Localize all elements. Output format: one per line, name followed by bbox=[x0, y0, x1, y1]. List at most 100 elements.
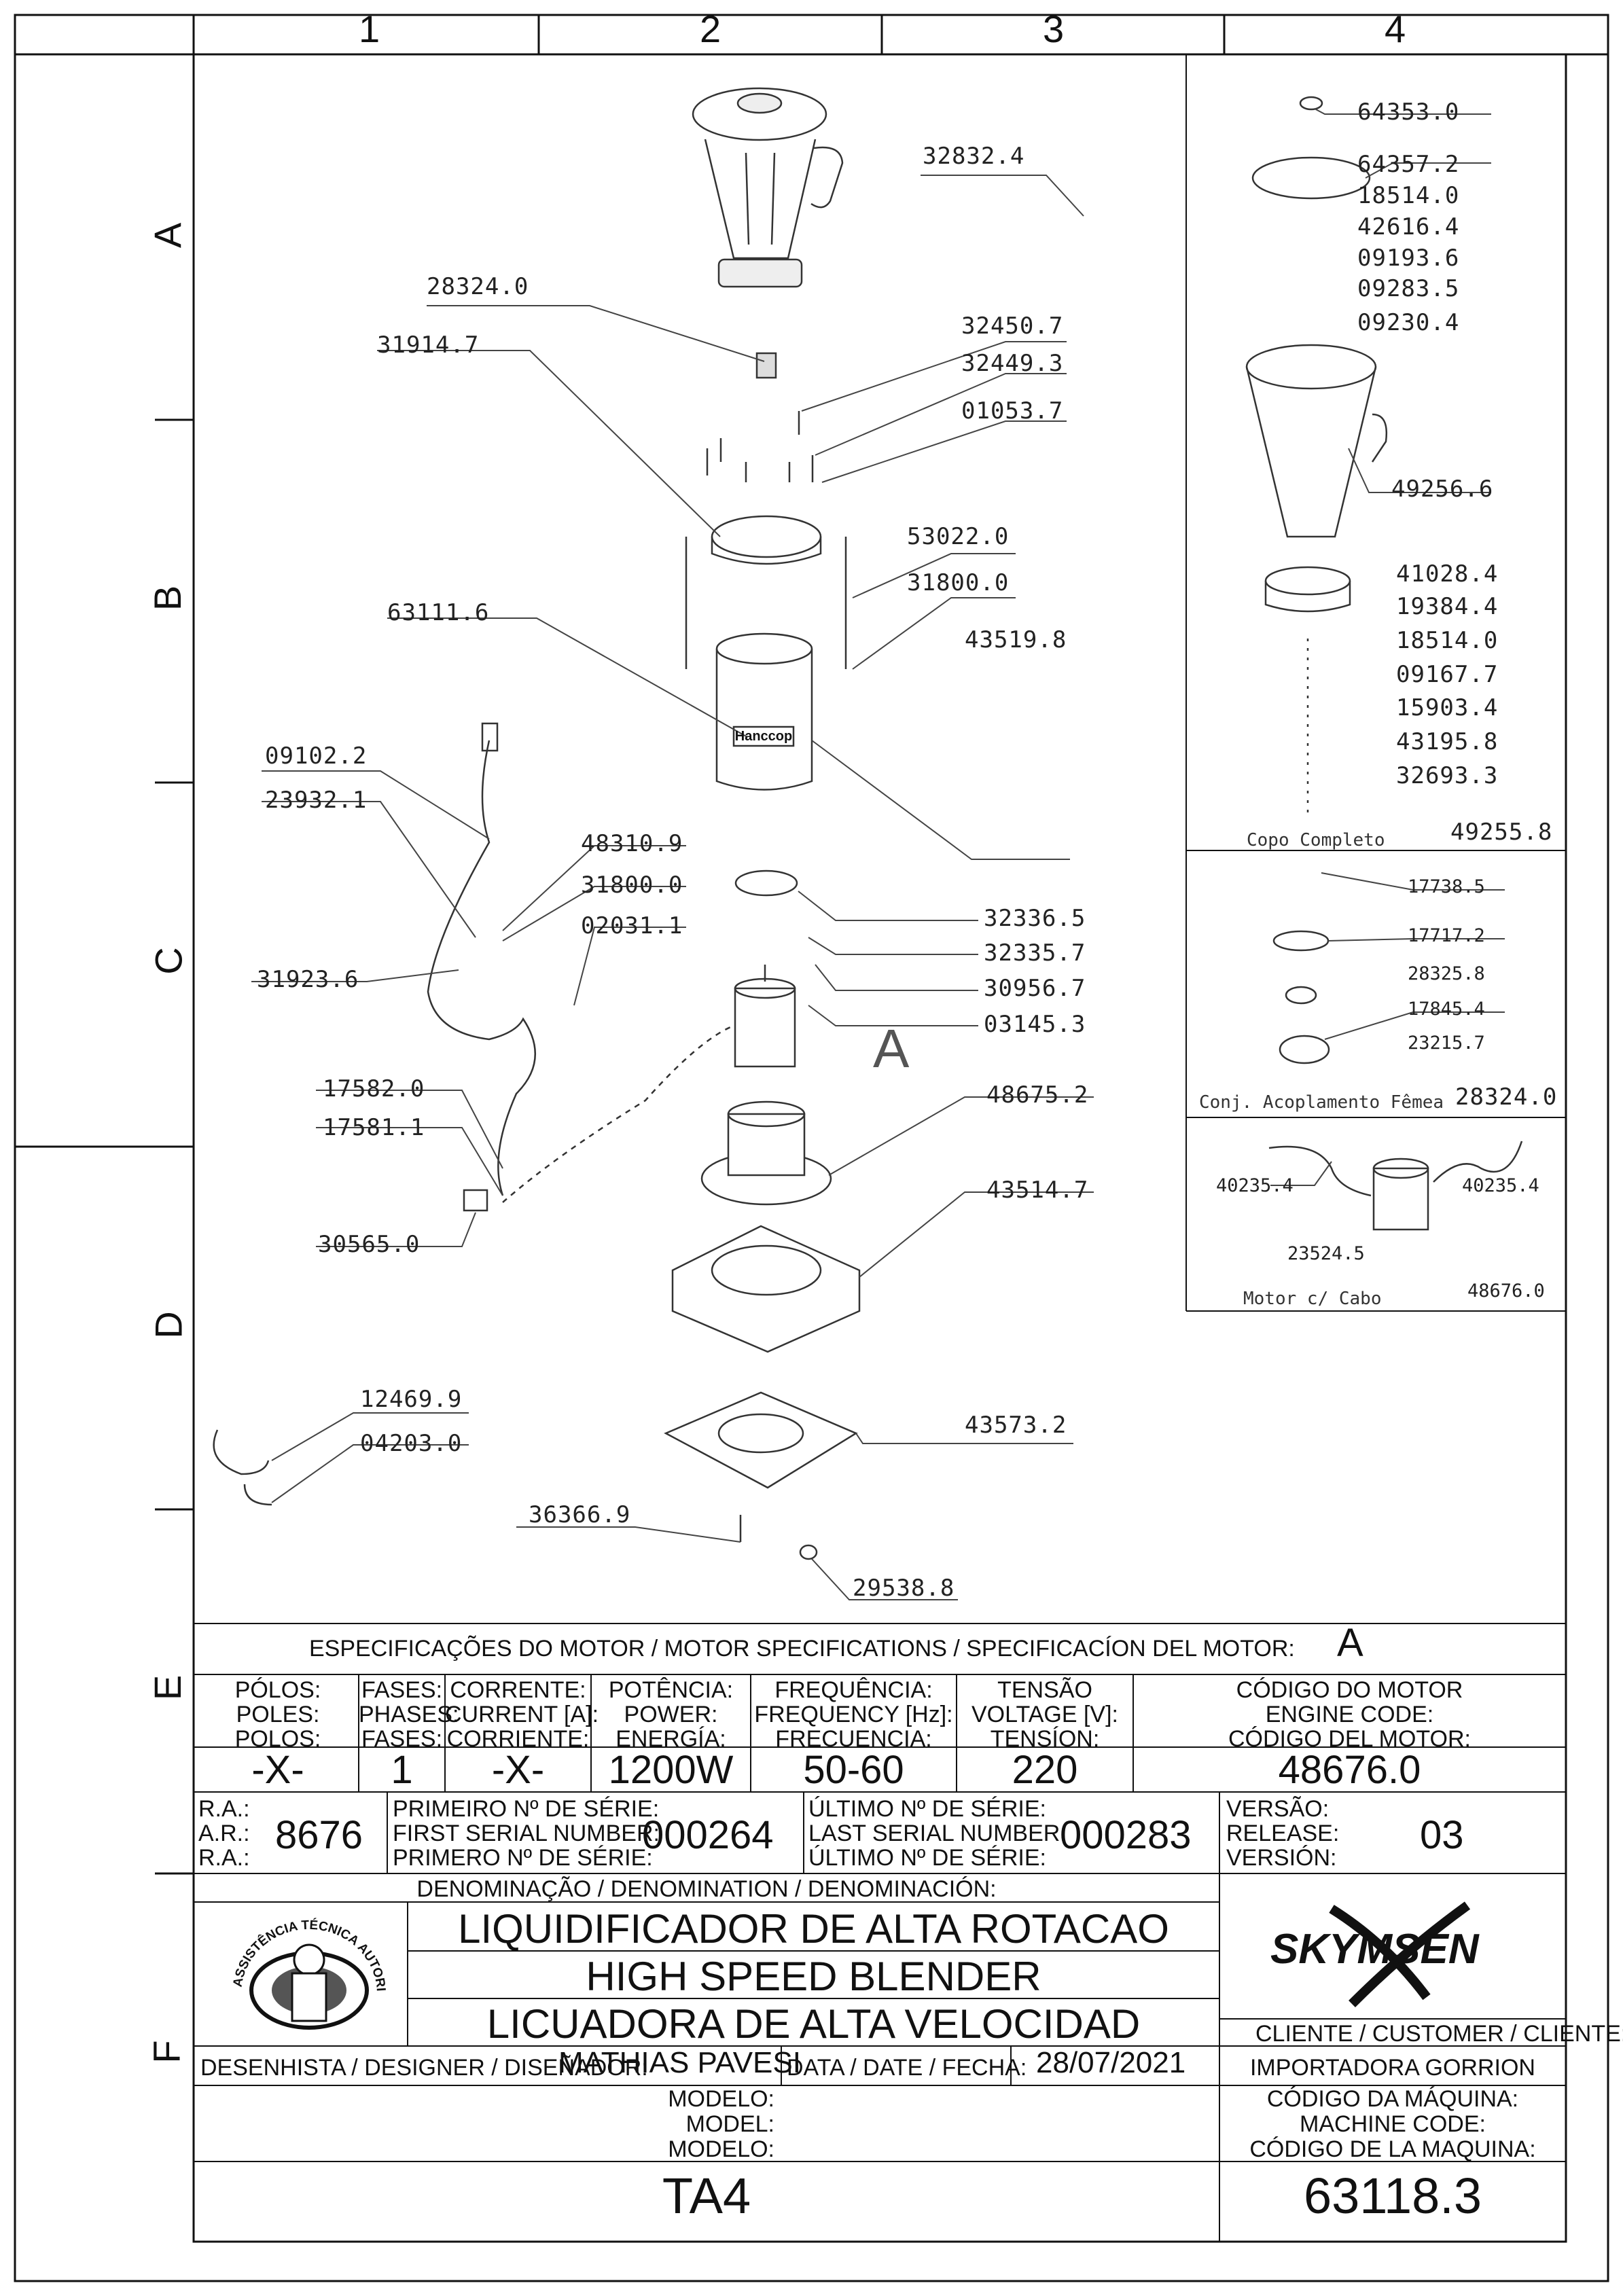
machine-code-label: CÓDIGO DA MÁQUINA:MACHINE CODE:CÓDIGO DE… bbox=[1249, 2086, 1536, 2162]
spec-header-value: A bbox=[1337, 1621, 1363, 1665]
spec-phases-value: 1 bbox=[391, 1748, 413, 1792]
copo-caption: Copo Completo bbox=[1247, 830, 1385, 850]
lid-cap bbox=[1299, 96, 1323, 111]
part-number: 48675.2 bbox=[986, 1081, 1089, 1109]
part-number: 43573.2 bbox=[965, 1412, 1067, 1439]
spec-current-label: CORRENTE:CURRENT [A]:CORRIENTE: bbox=[445, 1677, 599, 1752]
part-number: 04203.0 bbox=[360, 1430, 463, 1457]
product-name-es: LICUADORA DE ALTA VELOCIDAD bbox=[486, 2001, 1141, 2047]
client-value: IMPORTADORA GORRION bbox=[1249, 2055, 1535, 2081]
skymsen-logo: SKYMSEN bbox=[1270, 1901, 1480, 2007]
power-cord bbox=[427, 740, 536, 1196]
part-number: 32335.7 bbox=[984, 939, 1086, 967]
ra-label: R.A.:A.R.:R.A.: bbox=[198, 1796, 250, 1871]
spec-phases-label: FASES:PHASES:FASES: bbox=[359, 1677, 459, 1752]
model-label: MODELO:MODEL:MODELO: bbox=[668, 2086, 774, 2162]
denomination-label: DENOMINAÇÃO / DENOMINATION / DENOMINACIÓ… bbox=[416, 1876, 997, 1902]
part-number: 31800.0 bbox=[581, 872, 683, 899]
zone-col-2: 2 bbox=[700, 7, 721, 50]
part-number: 01053.7 bbox=[961, 397, 1064, 425]
acoplamento-code: 28324.0 bbox=[1455, 1083, 1558, 1111]
part-number: 43519.8 bbox=[965, 626, 1067, 653]
zone-col-3: 3 bbox=[1043, 7, 1065, 50]
blender-jar-illustration bbox=[692, 87, 844, 288]
housing-brand-label: Hanccop bbox=[734, 729, 793, 744]
zone-col-1: 1 bbox=[359, 7, 380, 50]
zone-row-F: F bbox=[145, 2040, 188, 2064]
inner-border bbox=[192, 53, 1567, 2243]
part-number: 19384.4 bbox=[1396, 593, 1499, 620]
product-name-pt: LIQUIDIFICADOR DE ALTA ROTACAO bbox=[458, 1906, 1169, 1952]
part-number: 23524.5 bbox=[1287, 1243, 1365, 1264]
rubber-collar bbox=[700, 1100, 832, 1206]
cable-clip-1 bbox=[213, 1429, 270, 1475]
part-number: 41028.4 bbox=[1396, 560, 1499, 588]
motor-caption: Motor c/ Cabo bbox=[1243, 1289, 1382, 1309]
client-label: CLIENTE / CUSTOMER / CLIENTE: bbox=[1255, 2021, 1623, 2047]
coupling-part bbox=[755, 352, 777, 379]
brand-text: SKYMSEN bbox=[1270, 1926, 1480, 1973]
ra-value: 8676 bbox=[275, 1813, 363, 1857]
part-number: 28324.0 bbox=[427, 273, 529, 300]
part-number: 31923.6 bbox=[257, 966, 359, 993]
foot-plate bbox=[664, 1391, 858, 1489]
first-serial-label: PRIMEIRO Nº DE SÉRIE:FIRST SERIAL NUMBER… bbox=[393, 1796, 660, 1871]
part-number: 32832.4 bbox=[923, 143, 1025, 170]
spec-current-value: -X- bbox=[491, 1748, 545, 1792]
detail-marker: A bbox=[873, 1018, 910, 1079]
part-number: 31914.7 bbox=[377, 331, 480, 359]
zone-row-A: A bbox=[146, 222, 190, 249]
spec-motor-code-value: 48676.0 bbox=[1278, 1748, 1421, 1792]
part-number: 17582.0 bbox=[323, 1075, 425, 1102]
switch bbox=[463, 1189, 488, 1212]
part-number: 09167.7 bbox=[1396, 661, 1499, 688]
first-serial-value: 000264 bbox=[642, 1813, 774, 1857]
foot-washer bbox=[799, 1544, 818, 1560]
designer-label: DESENHISTA / DESIGNER / DISEÑADOR: bbox=[200, 2055, 648, 2081]
part-number: 40235.4 bbox=[1216, 1175, 1294, 1196]
part-number: 43514.7 bbox=[986, 1177, 1089, 1204]
part-number: 32450.7 bbox=[961, 312, 1064, 340]
authorized-service-seal: ASSISTÊNCIA TÉCNICA AUTORIZADA bbox=[224, 1905, 388, 2030]
spec-power-value: 1200W bbox=[608, 1748, 734, 1792]
part-number: 02031.1 bbox=[581, 912, 683, 939]
part-number: 18514.0 bbox=[1396, 627, 1499, 654]
part-number: 17738.5 bbox=[1408, 876, 1485, 897]
leader-lines bbox=[251, 108, 1505, 1600]
product-name-en: HIGH SPEED BLENDER bbox=[586, 1954, 1041, 1999]
spec-voltage-value: 220 bbox=[1012, 1748, 1078, 1792]
part-number: 15903.4 bbox=[1396, 694, 1499, 721]
copo-code: 49255.8 bbox=[1450, 819, 1553, 846]
part-number: 30956.7 bbox=[984, 975, 1086, 1002]
last-serial-value: 000283 bbox=[1060, 1813, 1192, 1857]
part-number: 23932.1 bbox=[265, 787, 368, 814]
part-number: 49256.6 bbox=[1391, 476, 1494, 503]
spec-poles-value: -X- bbox=[251, 1748, 304, 1792]
part-number: 32693.3 bbox=[1396, 762, 1499, 789]
part-number: 64357.2 bbox=[1357, 151, 1460, 178]
spec-frequency-label: FREQUÊNCIA:FREQUENCY [Hz]:FRECUENCIA: bbox=[754, 1677, 953, 1752]
copo-base-illustration bbox=[1264, 566, 1351, 613]
motor-cabo-illustration bbox=[1268, 1141, 1523, 1231]
part-number: 23215.7 bbox=[1408, 1033, 1485, 1054]
part-number: 09102.2 bbox=[265, 742, 368, 770]
screws-group bbox=[706, 411, 814, 482]
part-number: 42616.4 bbox=[1357, 213, 1460, 240]
part-number: 48310.9 bbox=[581, 830, 683, 857]
designer-value: MATHIAS PAVESI bbox=[558, 2046, 801, 2079]
blender-base bbox=[671, 1225, 861, 1353]
part-number: 09230.4 bbox=[1357, 309, 1460, 336]
part-number: 03145.3 bbox=[984, 1011, 1086, 1038]
zone-row-E: E bbox=[146, 1674, 190, 1701]
part-number: 43195.8 bbox=[1396, 728, 1499, 755]
spec-header: ESPECIFICAÇÕES DO MOTOR / MOTOR SPECIFIC… bbox=[309, 1636, 1295, 1662]
part-number: 12469.9 bbox=[360, 1386, 463, 1413]
zone-col-4: 4 bbox=[1385, 7, 1406, 50]
motor-assembly bbox=[734, 965, 796, 1068]
cable-clip-2 bbox=[243, 1484, 272, 1506]
lid bbox=[1251, 156, 1371, 200]
machine-code-value: 63118.3 bbox=[1304, 2168, 1482, 2224]
